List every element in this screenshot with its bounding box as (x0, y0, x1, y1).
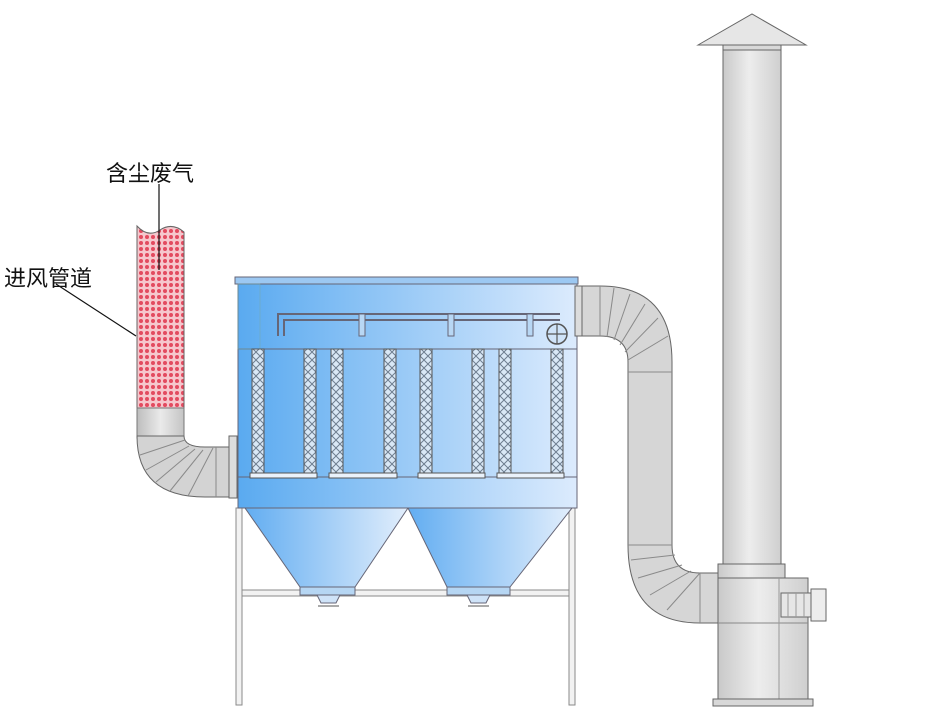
inlet-duct-label: 进风管道 (4, 267, 93, 292)
dusty-gas-fill (136, 224, 185, 413)
leader-lines (55, 184, 160, 337)
hoppers (244, 507, 574, 607)
exhaust-stack (696, 13, 814, 707)
collector-housing (234, 276, 579, 509)
inlet-duct (136, 224, 238, 499)
filter-bags (249, 348, 565, 479)
valve-icon (546, 323, 568, 345)
leader-line-inlet-duct (55, 283, 137, 337)
outlet-duct (574, 285, 721, 624)
fan-motor-icon (780, 588, 827, 622)
dusty-gas-label: 含尘废气 (106, 162, 195, 187)
